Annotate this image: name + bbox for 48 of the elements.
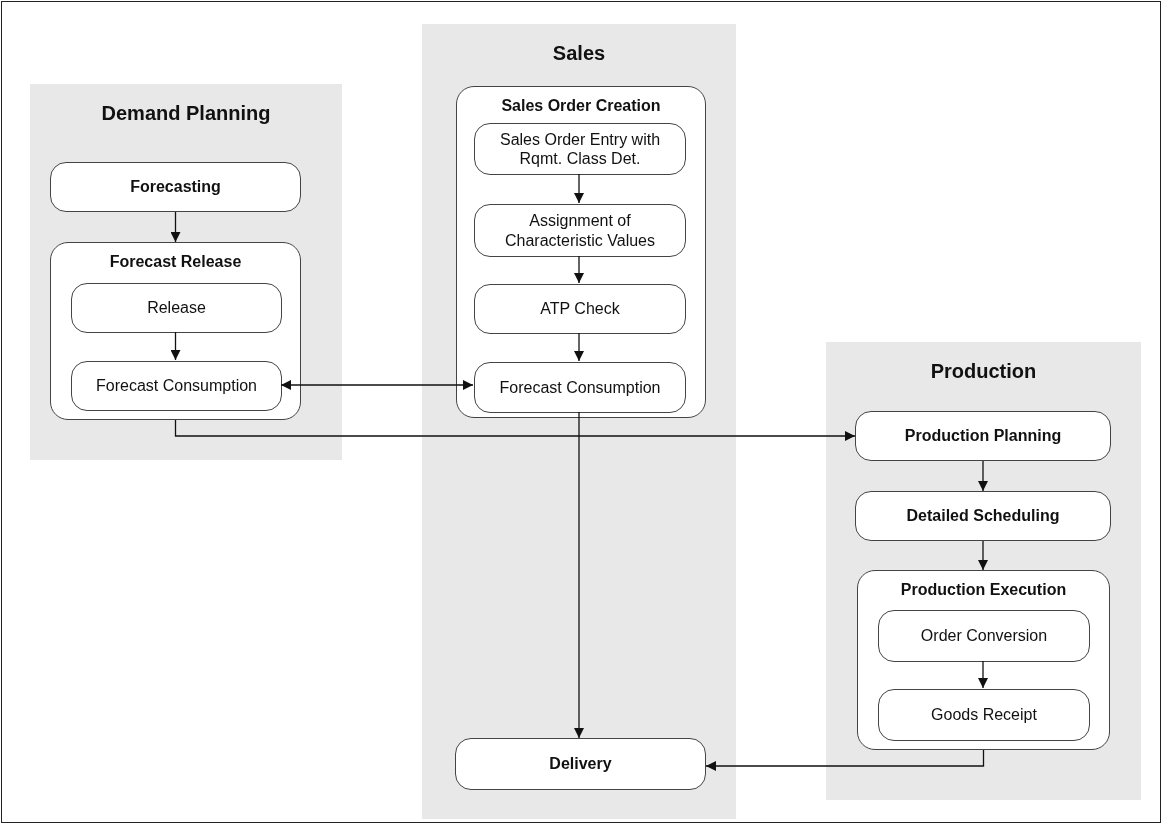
group-box [456,86,706,418]
arrow [574,173,584,204]
process-box [855,491,1111,541]
step-label: Goods Receipt [931,705,1037,725]
swimlane-band [30,84,342,460]
arrow [978,660,988,689]
step-label: Forecasting [130,177,221,197]
process-box [474,362,686,413]
step-label: Production Planning [904,426,1062,446]
step-label: Forecast Consumption [499,377,661,398]
arrow [174,419,856,441]
process-box [71,361,282,411]
arrow [170,331,181,361]
group-title: Sales Order Creation [500,96,662,116]
arrow [574,411,584,739]
process-box [855,411,1111,461]
step-label: Forecast Consumption [96,376,257,396]
group-box [857,570,1110,750]
process-box [455,738,706,790]
group-title: Production Execution [899,580,1068,600]
arrow [280,380,474,390]
process-box [878,610,1090,662]
group-box [50,242,301,420]
step-label: Assignment of Characteristic Values [504,211,656,250]
band-title: Production [929,359,1038,384]
arrow [978,540,988,571]
swimlane-band [826,342,1141,800]
step-label: Release [147,298,206,318]
step-label: Detailed Scheduling [906,506,1060,526]
arrow [705,749,985,771]
swimlane-band [422,24,736,819]
process-box [474,204,686,257]
band-title: Sales [551,41,607,66]
group-title: Forecast Release [108,252,243,272]
process-box [474,123,686,175]
arrow [574,332,584,362]
process-box [71,283,282,333]
process-box [878,689,1090,741]
step-label: Sales Order Entry with Rqmt. Class Det. [498,129,662,169]
process-box [50,162,301,212]
arrow [574,255,584,284]
arrow [170,211,181,243]
arrow [978,460,988,492]
step-label: Order Conversion [920,626,1048,646]
step-label: ATP Check [540,299,620,319]
process-box [474,284,686,334]
step-label: Delivery [549,754,612,774]
band-title: Demand Planning [100,101,272,126]
